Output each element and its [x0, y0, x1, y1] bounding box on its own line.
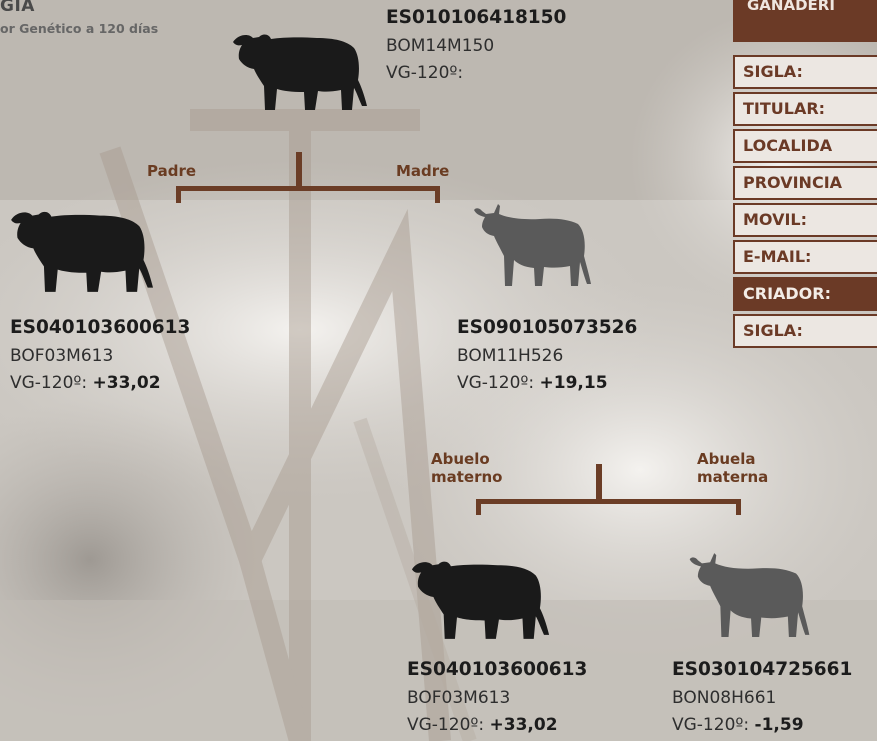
- padre-id: ES040103600613: [10, 317, 191, 338]
- grandparents-connector-left: [476, 499, 481, 515]
- label-abuela-materna-line1: Abuela: [697, 450, 756, 468]
- field-provincia: PROVINCIA: [733, 166, 877, 200]
- label-abuelo-materno-line1: Abuelo: [431, 450, 490, 468]
- field-titular: TITULAR:: [733, 92, 877, 126]
- field-email: E-MAIL:: [733, 240, 877, 274]
- padre-vg: VG-120º: +33,02: [10, 373, 161, 393]
- abuelo-materno-vg-label: VG-120º:: [407, 715, 485, 735]
- cow-icon: [686, 549, 812, 639]
- abuela-materna-vg-label: VG-120º:: [672, 715, 750, 735]
- ganaderia-title: GANADERI: [733, 0, 877, 42]
- madre-vg: VG-120º: +19,15: [457, 373, 608, 393]
- bull-icon: [5, 205, 157, 295]
- madre-vg-label: VG-120º:: [457, 373, 535, 393]
- parents-connector-bar: [176, 186, 440, 191]
- field-sigla: SIGLA:: [733, 55, 877, 89]
- abuela-materna-id: ES030104725661: [672, 659, 853, 680]
- field-movil: MOVIL:: [733, 203, 877, 237]
- page-title: GIA: [0, 0, 35, 16]
- page-subtitle: or Genético a 120 días: [0, 21, 159, 36]
- label-abuelo-materno: Abuelo materno: [431, 450, 502, 486]
- subject-vg: VG-120º:: [386, 63, 463, 83]
- subject-id: ES010106418150: [386, 7, 567, 28]
- madre-id: ES090105073526: [457, 317, 638, 338]
- subject-code: BOM14M150: [386, 36, 495, 56]
- padre-vg-value: +33,02: [92, 373, 161, 393]
- parents-connector-right: [435, 186, 440, 203]
- label-abuela-materna-line2: materna: [697, 468, 769, 486]
- subject-vg-label: VG-120º:: [386, 63, 464, 83]
- abuelo-materno-code: BOF03M613: [407, 688, 511, 708]
- abuelo-materno-id: ES040103600613: [407, 659, 588, 680]
- grandparents-connector-bar: [476, 499, 741, 504]
- field-criador: CRIADOR:: [733, 277, 877, 311]
- cow-icon: [472, 200, 592, 288]
- ganaderia-form: SIGLA: TITULAR: LOCALIDA PROVINCIA MOVIL…: [733, 55, 877, 351]
- grandparents-connector-stem: [596, 464, 602, 500]
- field-criador-sigla: SIGLA:: [733, 314, 877, 348]
- madre-code: BOM11H526: [457, 346, 564, 366]
- label-padre: Padre: [147, 162, 197, 180]
- label-madre: Madre: [396, 162, 450, 180]
- label-abuela-materna: Abuela materna: [697, 450, 768, 486]
- padre-vg-label: VG-120º:: [10, 373, 88, 393]
- abuela-materna-vg: VG-120º: -1,59: [672, 715, 804, 735]
- bull-icon: [407, 555, 552, 642]
- field-localidad: LOCALIDA: [733, 129, 877, 163]
- padre-code: BOF03M613: [10, 346, 114, 366]
- parents-connector-stem: [296, 152, 302, 188]
- grandparents-connector-right: [736, 499, 741, 515]
- parents-connector-left: [176, 186, 181, 203]
- bull-icon: [228, 28, 370, 113]
- madre-vg-value: +19,15: [539, 373, 608, 393]
- label-abuelo-materno-line2: materno: [431, 468, 503, 486]
- abuelo-materno-vg: VG-120º: +33,02: [407, 715, 558, 735]
- abuela-materna-vg-value: -1,59: [754, 715, 804, 735]
- abuelo-materno-vg-value: +33,02: [489, 715, 558, 735]
- abuela-materna-code: BON08H661: [672, 688, 777, 708]
